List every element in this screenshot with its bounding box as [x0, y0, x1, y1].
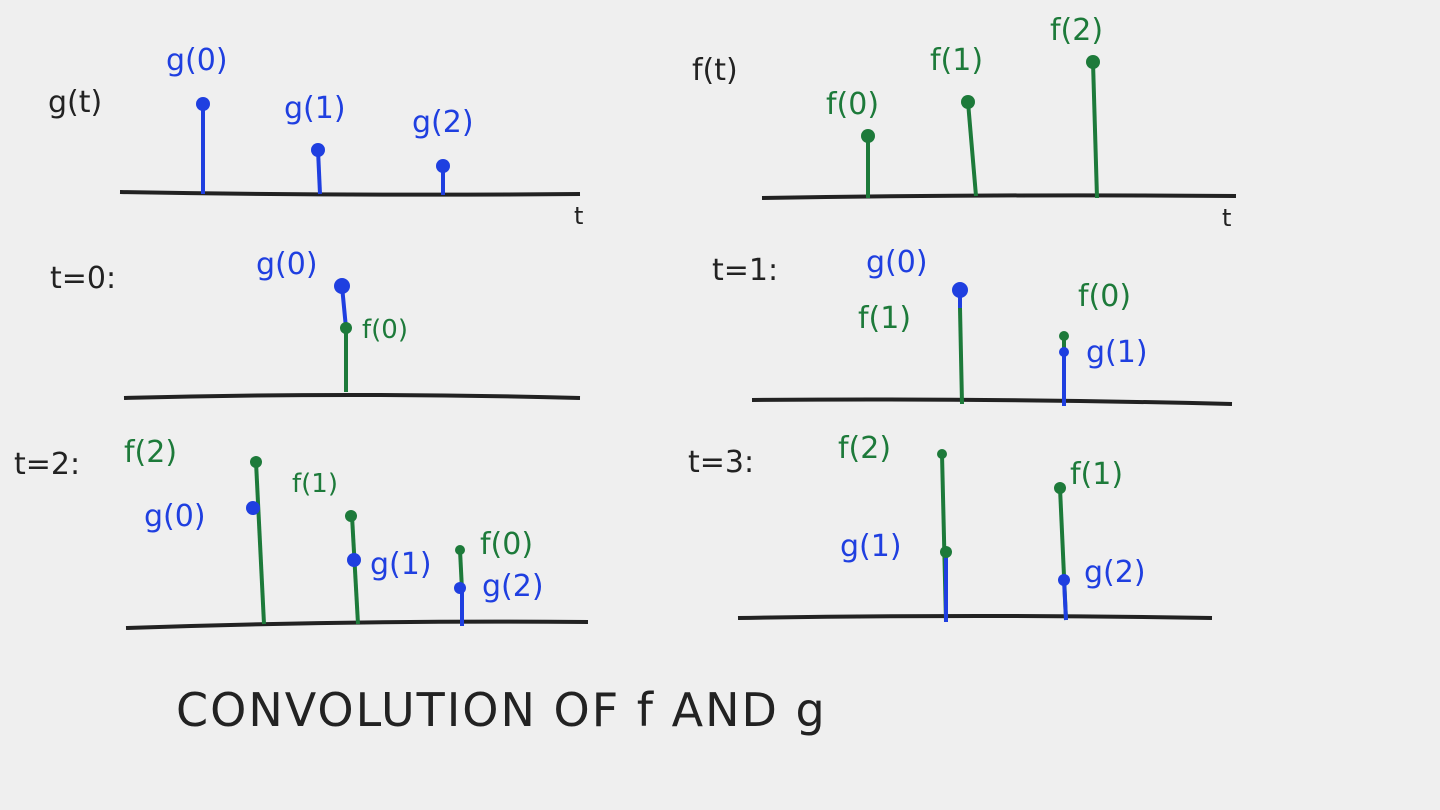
f-of-t-label: f(t) [692, 53, 738, 88]
step3-g2-label: g(2) [1084, 555, 1146, 590]
step2-f1-label: f(1) [292, 469, 338, 499]
g-dot-2 [436, 159, 450, 173]
step3-label: t=3: [688, 445, 754, 480]
g-dot-0 [196, 97, 210, 111]
step2-f2-dot [250, 456, 262, 468]
step1-axis [751, 397, 1233, 406]
g-stem-1 [316, 149, 322, 195]
step2-g1-label: g(1) [370, 547, 432, 582]
panel-step-2: t=2: f(2) g(0) f(1) g(1) f(0) g(2) [14, 435, 589, 630]
step3-f1-label: f(1) [1070, 457, 1123, 492]
step3-g1-dot [940, 546, 952, 558]
step2-label: t=2: [14, 447, 80, 482]
step2-g0-label: g(0) [144, 499, 206, 534]
step0-g0-label: g(0) [256, 247, 318, 282]
step0-f-dot [340, 322, 352, 334]
f-axis [761, 193, 1237, 200]
f-stem-1 [966, 101, 978, 197]
g-axis [119, 190, 581, 197]
g0-label: g(0) [166, 43, 228, 78]
f-dot-1 [961, 95, 975, 109]
step2-g2-dot [454, 582, 466, 594]
step1-label: t=1: [712, 253, 778, 288]
panel-step-1: t=1: g(0) f(1) f(0) g(1) [712, 245, 1233, 406]
step0-label: t=0: [50, 261, 116, 296]
step3-g2-dot [1058, 574, 1070, 586]
step1-g1-dot [1059, 347, 1069, 357]
step2-f1-dot [345, 510, 357, 522]
panel-g-of-t: g(t) t g(0) g(1) g(2) [48, 43, 583, 230]
step3-g2-stem [1062, 579, 1068, 621]
step2-f0-label: f(0) [480, 527, 533, 562]
step2-g1-dot [347, 553, 361, 567]
step2-g0-dot [246, 501, 260, 515]
g-of-t-label: g(t) [48, 85, 102, 120]
step3-axis [737, 614, 1213, 620]
step2-g2-label: g(2) [482, 569, 544, 604]
g2-label: g(2) [412, 105, 474, 140]
g1-label: g(1) [284, 91, 346, 126]
caption: CONVOLUTION OF f AND g [176, 683, 827, 737]
f-axis-t-label: t [1222, 204, 1231, 232]
step1-g1-label: g(1) [1086, 335, 1148, 370]
step0-g-dot [334, 278, 350, 294]
g-axis-t-label: t [574, 202, 583, 230]
step0-axis [123, 393, 581, 400]
panel-f-of-t: f(t) t f(0) f(1) f(2) [692, 13, 1237, 232]
panel-step-3: t=3: f(2) g(1) f(1) g(2) [688, 431, 1213, 623]
step2-f2-label: f(2) [124, 435, 177, 470]
step1-g0-dot [952, 282, 968, 298]
step1-f0-label: f(0) [1078, 279, 1131, 314]
g-dot-1 [311, 143, 325, 157]
step1-f0-dot [1059, 331, 1069, 341]
f1-label: f(1) [930, 43, 983, 78]
step3-g1-label: g(1) [840, 529, 902, 564]
step3-f2-label: f(2) [838, 431, 891, 466]
f0-label: f(0) [826, 87, 879, 122]
step0-f0-label: f(0) [362, 315, 408, 345]
step2-f1-stem [350, 515, 360, 625]
step2-f2-stem [254, 461, 266, 625]
f-dot-0 [861, 129, 875, 143]
panel-step-0: t=0: g(0) f(0) [50, 247, 581, 400]
step1-g0-label: g(0) [866, 245, 928, 280]
f2-label: f(2) [1050, 13, 1103, 48]
f-dot-2 [1086, 55, 1100, 69]
step1-f1-stem [958, 307, 964, 405]
step3-f1-dot [1054, 482, 1066, 494]
step3-f2-dot [937, 449, 947, 459]
f-stem-2 [1091, 61, 1099, 199]
step1-f1-label: f(1) [858, 301, 911, 336]
step2-f0-dot [455, 545, 465, 555]
